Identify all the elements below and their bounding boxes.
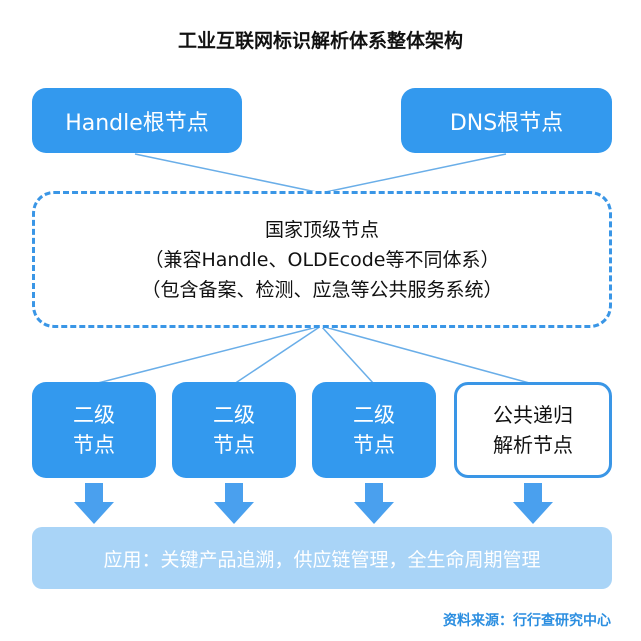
secondary-node-1-line1: 二级 — [73, 403, 115, 427]
national-node-services: （包含备案、检测、应急等公共服务系统） — [141, 278, 503, 301]
dns-root-label: DNS根节点 — [449, 110, 564, 136]
source-caption: 资料来源：行行查研究中心 — [443, 613, 611, 629]
secondary-node-1: 二级 节点 — [32, 382, 156, 478]
diagram-title: 工业互联网标识解析体系整体架构 — [177, 30, 463, 52]
down-arrow-1 — [74, 483, 114, 525]
secondary-node-1-line2: 节点 — [73, 433, 115, 457]
national-node-compat: （兼容Handle、OLDEcode等不同体系） — [144, 248, 500, 271]
dns-root-node: DNS根节点 — [401, 88, 612, 153]
down-arrow-2 — [214, 483, 254, 525]
handle-root-node: Handle根节点 — [32, 88, 242, 153]
national-node-title: 国家顶级节点 — [264, 218, 379, 241]
public-node-line1: 公共递归 — [493, 403, 573, 427]
application-text: 应用：关键产品追溯，供应链管理，全生命周期管理 — [103, 548, 541, 571]
secondary-node-2-line2: 节点 — [213, 433, 255, 457]
public-recursive-resolver-node: 公共递归 解析节点 — [454, 382, 612, 478]
down-arrow-3 — [354, 483, 394, 525]
connector-national-to-secondary-2 — [233, 325, 322, 385]
secondary-node-2: 二级 节点 — [172, 382, 296, 478]
application-bar: 应用：关键产品追溯，供应链管理，全生命周期管理 — [32, 527, 612, 589]
secondary-node-3-line1: 二级 — [353, 403, 395, 427]
connector-national-to-public — [320, 325, 534, 385]
public-node-line2: 解析节点 — [493, 433, 573, 457]
secondary-node-3-line2: 节点 — [353, 433, 395, 457]
national-top-level-node: 国家顶级节点 （兼容Handle、OLDEcode等不同体系） （包含备案、检测… — [32, 191, 612, 328]
connector-national-to-secondary-3 — [320, 325, 375, 385]
secondary-node-3: 二级 节点 — [312, 382, 436, 478]
connector-dns-to-national — [320, 153, 507, 194]
secondary-node-2-line1: 二级 — [213, 403, 255, 427]
connector-handle-to-national — [134, 153, 322, 194]
down-arrow-4 — [513, 483, 553, 525]
connector-national-to-secondary-1 — [93, 325, 322, 385]
handle-root-label: Handle根节点 — [65, 110, 209, 136]
